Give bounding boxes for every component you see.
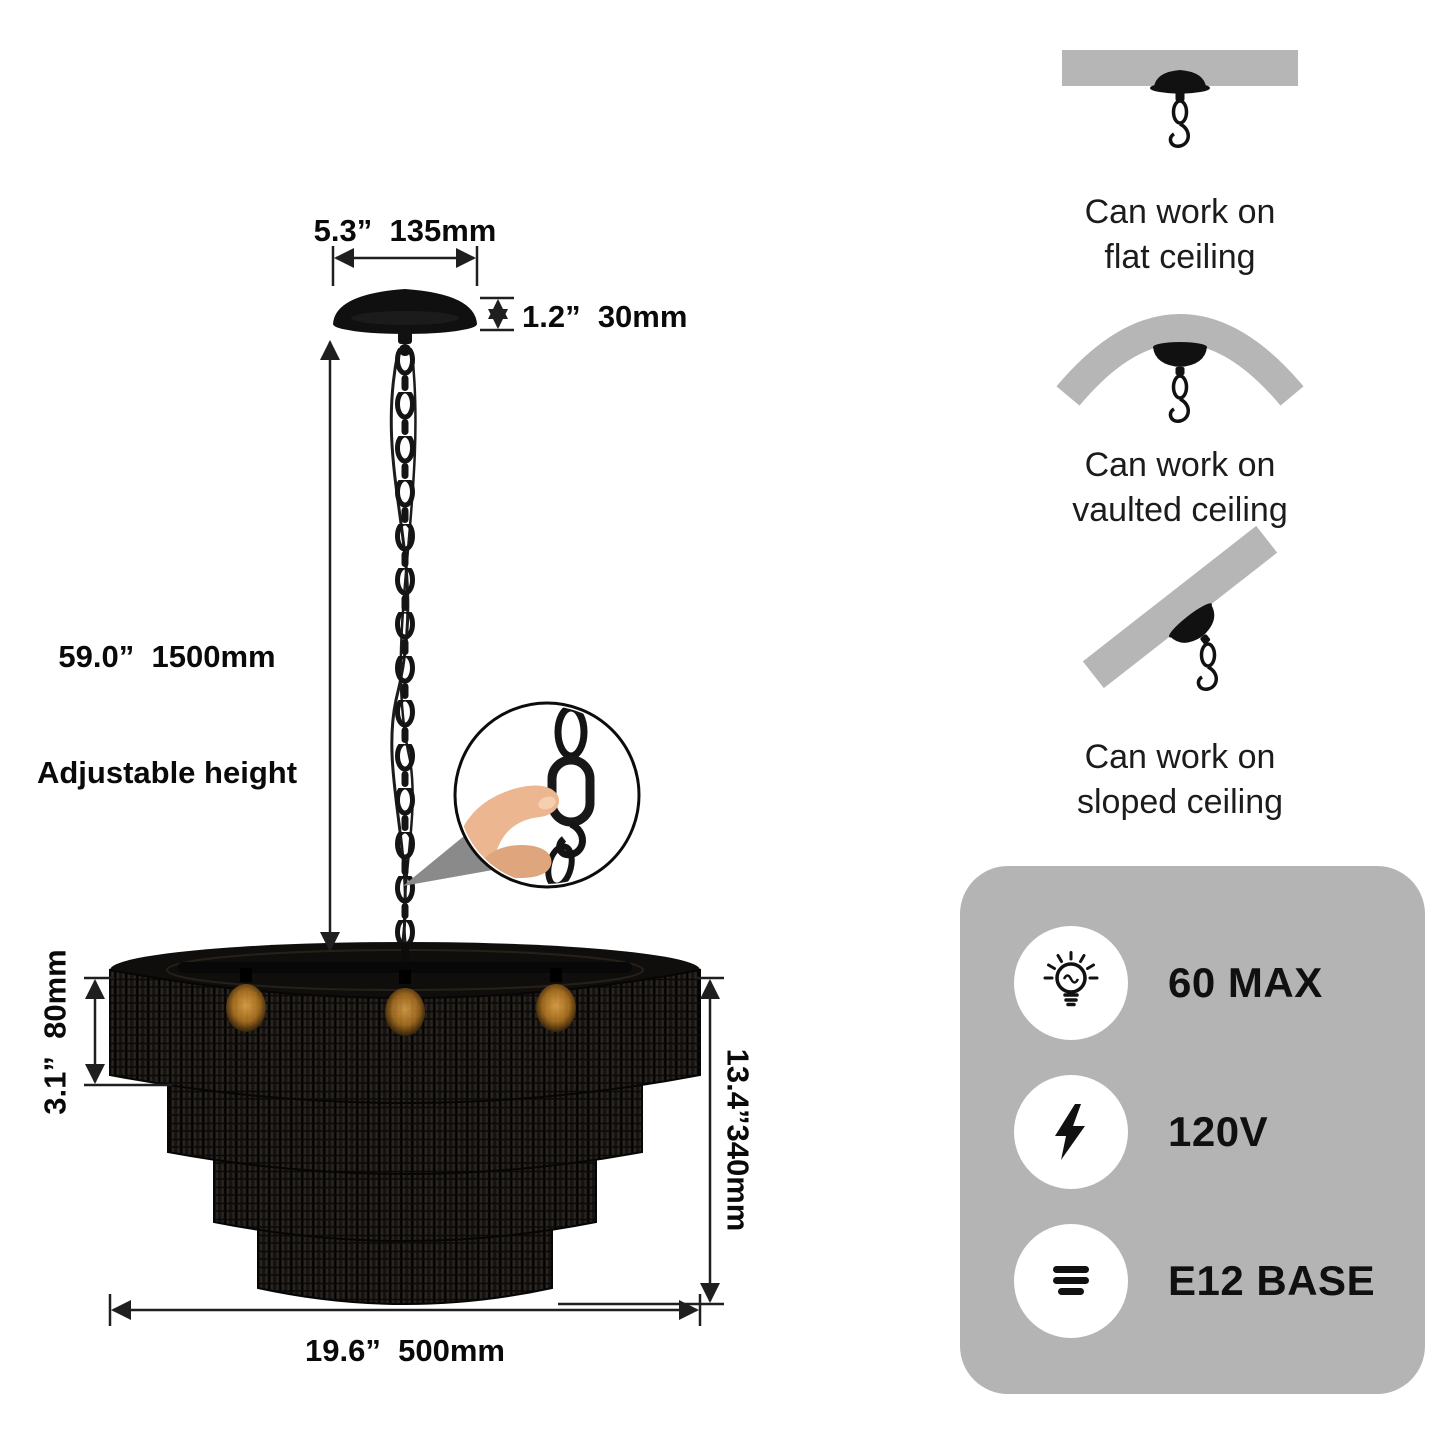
flat-ceiling-caption: Can work on flat ceiling [980,190,1380,280]
spec-row-wattage: 60 MAX [1014,926,1425,1040]
spec-label-voltage: 120V [1168,1108,1269,1155]
adjustable-height-value: 59.0” 1500mm [58,638,276,674]
vaulted-ceiling-caption: Can work on vaulted ceiling [980,443,1380,533]
flat-ceiling-caption-line1: Can work on [1084,193,1276,231]
canopy-height-label: 1.2” 30mm [522,299,688,334]
chandelier-diagram [84,246,724,1326]
shade-height-label: 13.4”340mm [720,1048,756,1232]
sloped-ceiling-caption: Can work on sloped ceiling [980,735,1380,825]
spec-circle [1014,1224,1128,1338]
flat-ceiling-icon [1062,50,1298,148]
tier-height-label: 3.1” 80mm [37,949,73,1115]
sloped-ceiling-caption-line2: sloped ceiling [1076,782,1284,821]
spec-circle [1014,926,1128,1040]
sloped-ceiling-caption-line1: Can work on [1084,738,1276,776]
vaulted-ceiling-caption-line2: vaulted ceiling [1072,490,1288,529]
specs-panel: 60 MAX 120V E12 BASE [960,866,1425,1394]
flat-ceiling-caption-line2: flat ceiling [1104,237,1256,276]
canopy-width-label: 5.3” 135mm [313,213,497,248]
canopy-illustration [333,289,477,356]
spec-circle [1014,1075,1128,1189]
dimension-lines [84,246,724,1326]
shade-illustration [109,942,701,1305]
voltage-icon [1055,1104,1085,1160]
spec-label-base: E12 BASE [1168,1257,1376,1304]
bulb-glow [226,984,266,1032]
spec-row-voltage: 120V [1014,1075,1425,1189]
shade-width-label: 19.6” 500mm [305,1333,505,1368]
adjustable-height-caption: Adjustable height [36,754,298,790]
sloped-ceiling-icon [1082,525,1278,691]
spec-row-base: E12 BASE [1014,1224,1425,1338]
vaulted-ceiling-caption-line1: Can work on [1084,446,1276,484]
spec-label-wattage: 60 MAX [1168,959,1323,1006]
e12-base-icon [1053,1266,1089,1295]
adjustable-height-label: 59.0” 1500mm Adjustable height [12,560,322,831]
vaulted-ceiling-icon [1056,314,1304,423]
chain-illustration [395,348,415,956]
bulb-icon [1043,951,1099,1007]
